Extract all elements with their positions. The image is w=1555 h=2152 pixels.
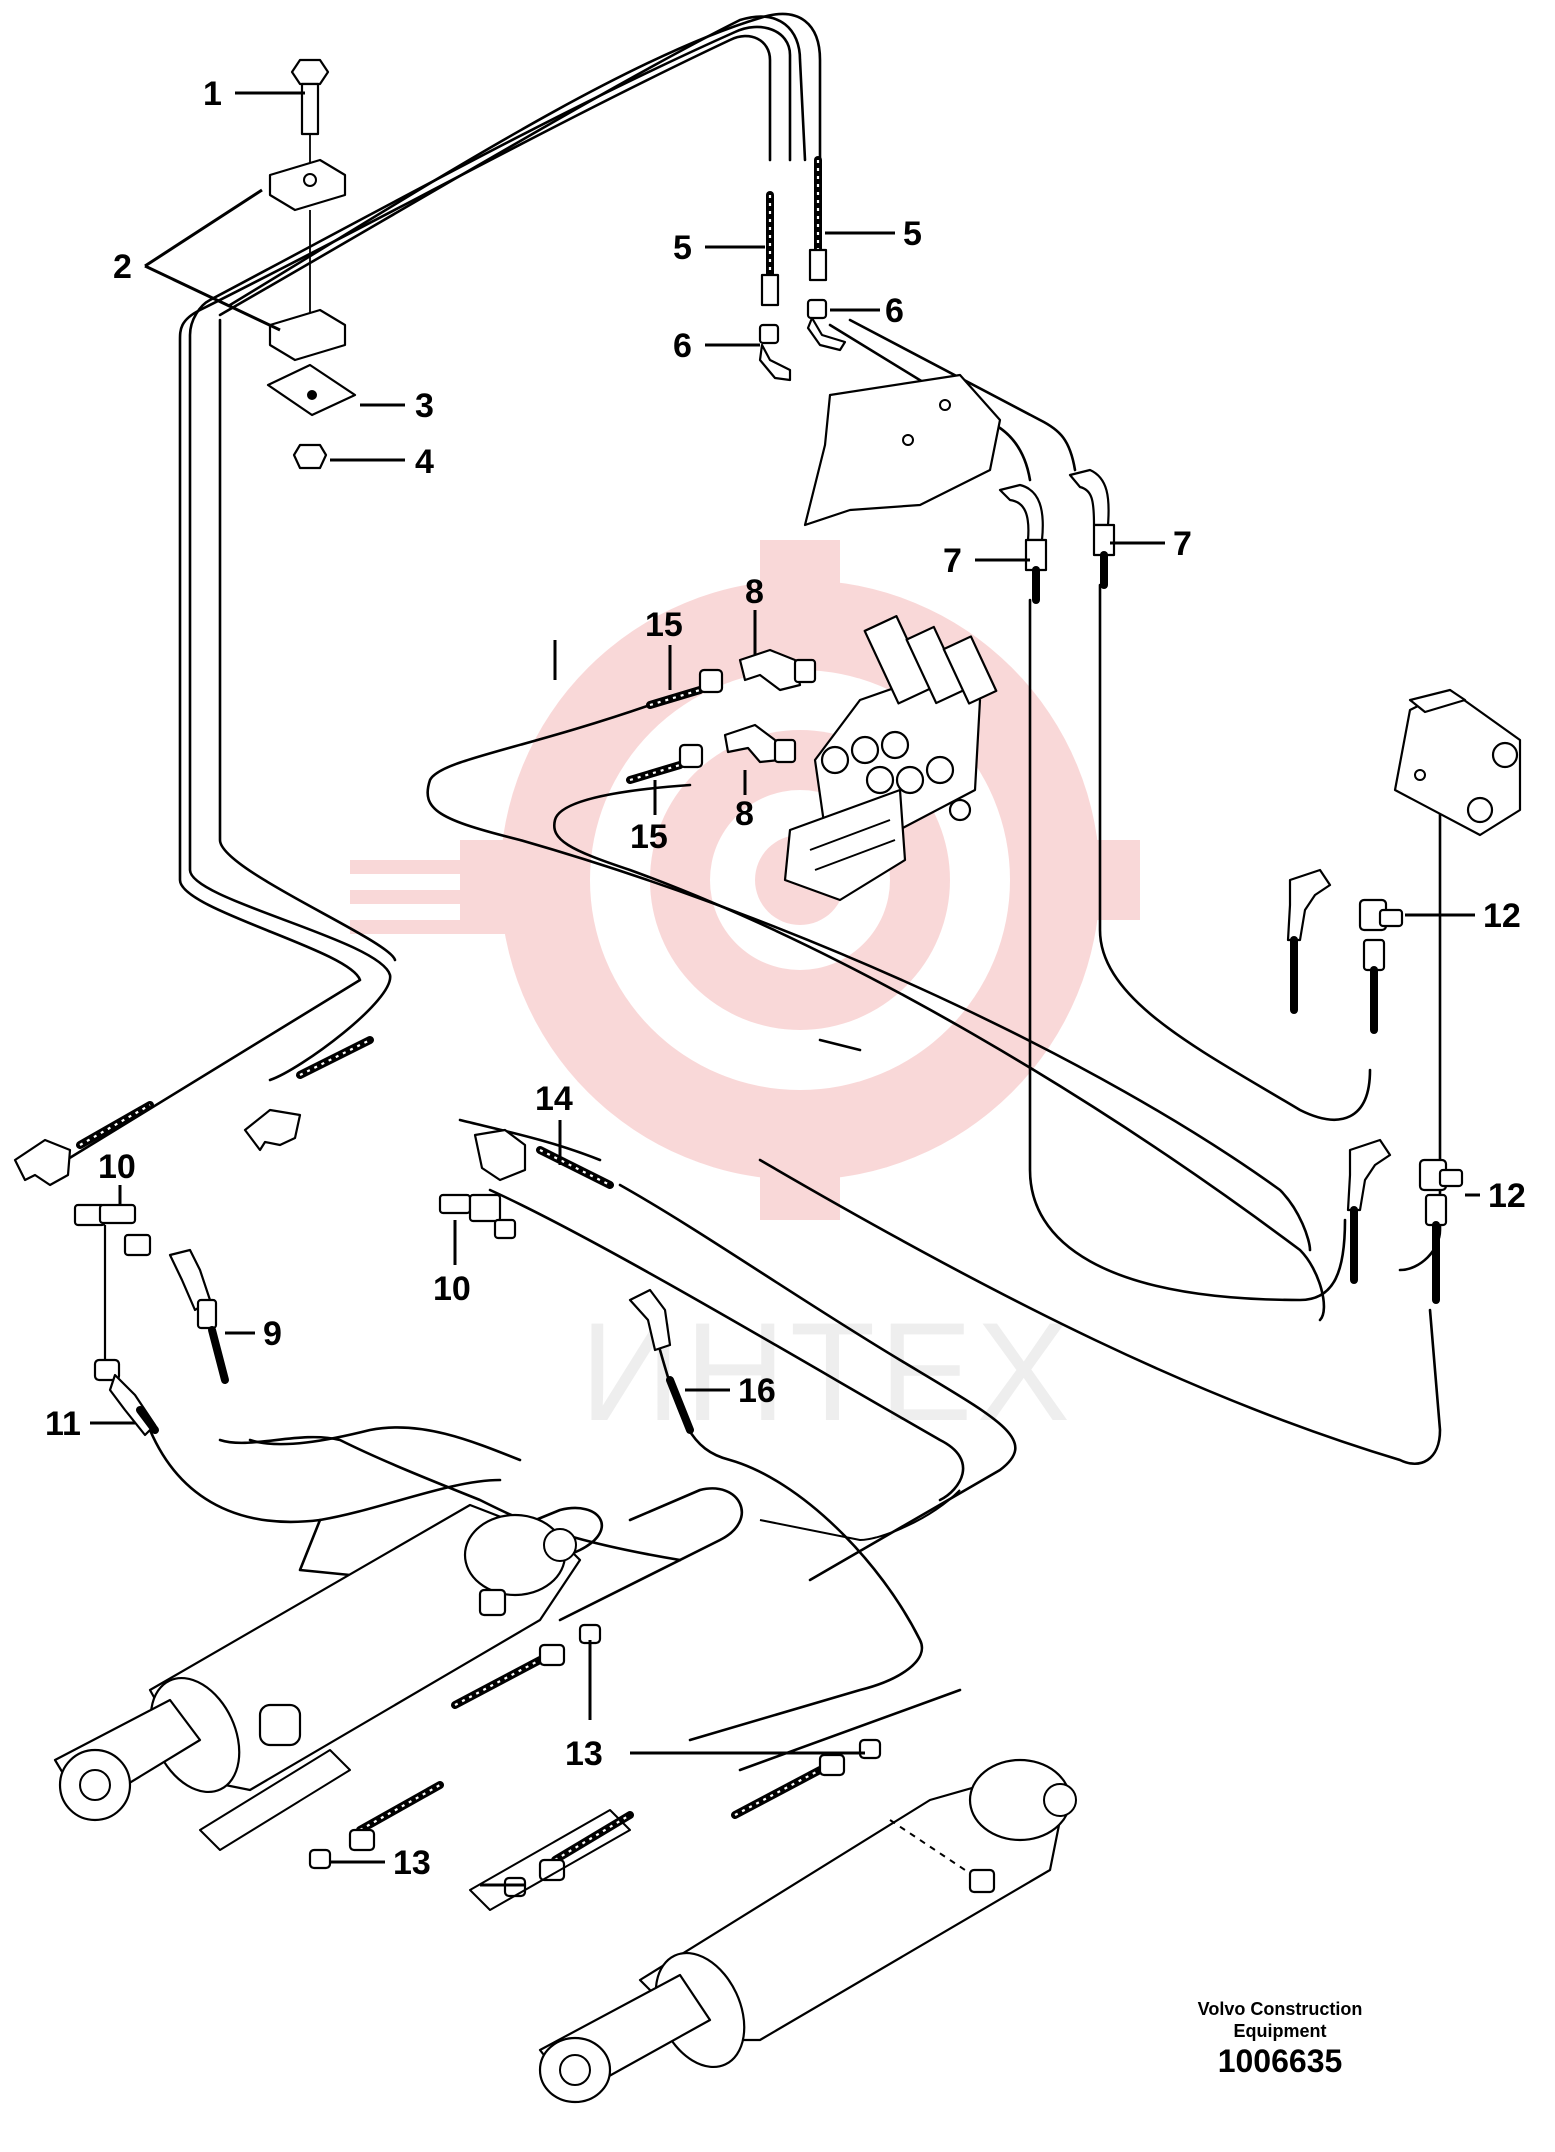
mounting-bracket	[803, 373, 1002, 527]
tees-12	[1286, 868, 1464, 1304]
control-valve	[783, 615, 998, 902]
callout-12-bottom: 12	[1488, 1177, 1526, 1215]
fittings-7	[998, 468, 1116, 604]
drawing-number: 1006635	[1217, 2043, 1343, 2079]
footer-company-line1: Volvo Construction	[1197, 1999, 1363, 2019]
clamp-lower	[268, 308, 347, 362]
right-valve-block	[1393, 688, 1522, 837]
callout-5-right: 5	[903, 215, 922, 253]
callout-labels: 1 2 3 4 5 5 6 6 7 7 8 8 9 10 10 11 12 12…	[45, 75, 1526, 1882]
cover-plate	[266, 363, 357, 417]
callout-3: 3	[415, 387, 434, 425]
bolt-head	[290, 58, 330, 86]
callout-7-left: 7	[943, 542, 962, 580]
callout-8-bottom: 8	[735, 795, 754, 833]
callout-10-left: 10	[98, 1148, 136, 1186]
callout-13-left: 13	[393, 1844, 431, 1882]
cylinder-lower	[538, 1758, 1077, 2104]
callout-5-left: 5	[673, 229, 692, 267]
valve-connectors	[626, 648, 817, 784]
callout-13-top: 13	[565, 1735, 603, 1773]
hydraulic-lines	[48, 12, 1442, 1772]
cylinder-upper	[53, 1503, 582, 1822]
footer-company: Volvo Construction Equipment	[1130, 1998, 1430, 2042]
callout-10-right: 10	[433, 1270, 471, 1308]
callout-14: 14	[535, 1080, 573, 1118]
footer-company-line2: Equipment	[1233, 2021, 1327, 2041]
callout-8-top: 8	[745, 573, 764, 611]
callout-2: 2	[113, 248, 132, 286]
callout-6-right: 6	[885, 292, 904, 330]
callout-4: 4	[415, 443, 434, 481]
cylinder-hoses	[199, 1623, 882, 1911]
callout-1: 1	[203, 75, 222, 113]
callout-12-top: 12	[1483, 897, 1521, 935]
nut	[292, 443, 328, 470]
left-fittings	[13, 1036, 694, 1437]
clamp-assembly	[266, 58, 357, 470]
leader-lines	[90, 91, 1480, 1887]
callout-6-left: 6	[673, 327, 692, 365]
callout-15-bottom: 15	[630, 818, 668, 856]
callout-15-top: 15	[645, 606, 683, 644]
callout-16: 16	[738, 1372, 776, 1410]
callout-11: 11	[45, 1405, 81, 1443]
callout-9: 9	[263, 1315, 282, 1353]
upper-hoses	[758, 156, 847, 382]
callout-7-right: 7	[1173, 525, 1192, 563]
